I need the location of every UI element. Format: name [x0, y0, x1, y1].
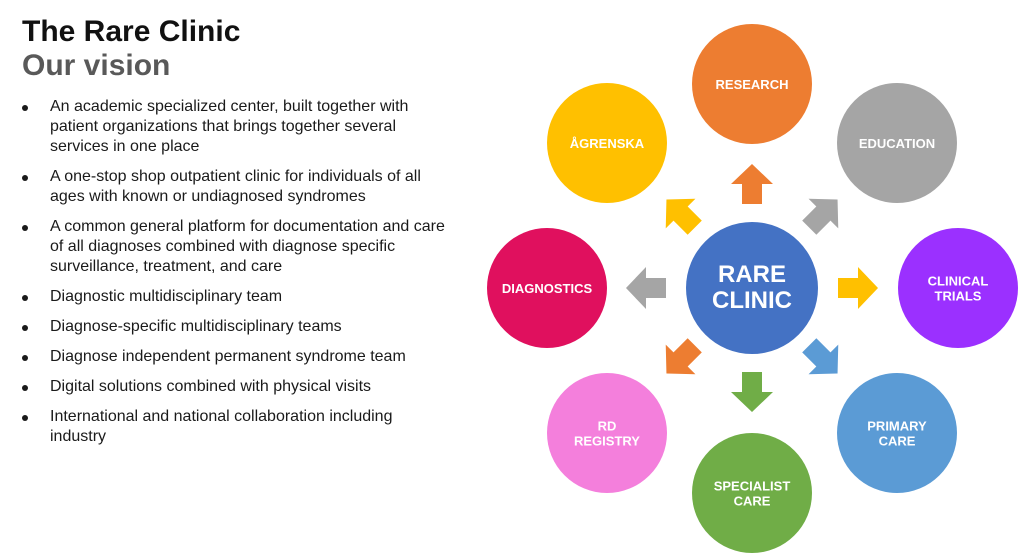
node-specialist-care-circle	[692, 433, 812, 553]
slide-title: The Rare Clinic	[22, 15, 241, 48]
bullet-dot-icon	[22, 175, 28, 181]
bullet-text-line: Digital solutions combined with physical…	[50, 378, 372, 395]
node-rd-registry-label: REGISTRY	[574, 434, 640, 449]
node-rd-registry-circle	[547, 373, 667, 493]
bullet-text-line: of all diagnoses combined with diagnose …	[50, 238, 396, 255]
node-specialist-care-label: SPECIALIST	[714, 479, 791, 494]
vision-bullet: Diagnose independent permanent syndrome …	[20, 347, 490, 367]
vision-bullet: An academic specialized center, built to…	[20, 97, 490, 157]
arrow-to-clinical-trials-icon	[838, 267, 878, 309]
bullet-dot-icon	[22, 355, 28, 361]
center-node-circle	[686, 222, 818, 354]
bullet-text-line: An academic specialized center, built to…	[50, 98, 409, 115]
vision-bullet: Diagnostic multidisciplinary team	[20, 287, 490, 307]
vision-bullet: Digital solutions combined with physical…	[20, 377, 490, 397]
bullet-text-line: Diagnose independent permanent syndrome …	[50, 348, 406, 365]
node-diagnostics-circle	[487, 228, 607, 348]
node-agrenska-label: ÅGRENSKA	[570, 136, 645, 151]
bullet-dot-icon	[22, 385, 28, 391]
node-diagnostics: DIAGNOSTICS	[487, 228, 607, 348]
arrow-to-diagnostics-icon	[626, 267, 666, 309]
vision-bullet: A common general platform for documentat…	[20, 217, 490, 277]
bullet-text-line: industry	[50, 428, 107, 445]
node-diagnostics-label: DIAGNOSTICS	[502, 281, 593, 296]
center-node-label: CLINIC	[712, 287, 792, 314]
vision-bullet: International and national collaboration…	[20, 407, 490, 447]
node-specialist-care-label: CARE	[734, 494, 771, 509]
bullet-dot-icon	[22, 325, 28, 331]
node-agrenska: ÅGRENSKA	[547, 83, 667, 203]
vision-bullet: Diagnose-specific multidisciplinary team…	[20, 317, 490, 337]
arrow-to-research-icon	[731, 164, 773, 204]
arrow-to-primary-care-icon	[802, 338, 839, 375]
bullet-text-line: A one-stop shop outpatient clinic for in…	[50, 168, 421, 185]
arrow-to-agrenska-icon	[665, 198, 702, 235]
vision-bullet: A one-stop shop outpatient clinic for in…	[20, 167, 490, 207]
bullet-text-line: A common general platform for documentat…	[50, 218, 445, 235]
node-primary-care-label: PRIMARY	[867, 419, 927, 434]
node-primary-care-label: CARE	[879, 434, 916, 449]
bullet-text-line: services in one place	[50, 138, 200, 155]
bullet-text-line: International and national collaboration…	[50, 408, 393, 425]
node-rd-registry-label: RD	[598, 419, 617, 434]
node-education-circle	[837, 83, 957, 203]
arrow-to-specialist-care-icon	[731, 372, 773, 412]
arrow-to-rd-registry-icon	[665, 338, 702, 375]
bullet-text-line: patient organizations that brings togeth…	[50, 118, 396, 135]
bullet-dot-icon	[22, 225, 28, 231]
node-primary-care-circle	[837, 373, 957, 493]
bullet-text-line: Diagnose-specific multidisciplinary team…	[50, 318, 342, 335]
center-node-label: RARE	[718, 261, 786, 288]
arrow-to-education-icon	[802, 198, 839, 235]
vision-bullet-list: An academic specialized center, built to…	[20, 97, 490, 457]
node-research-label: RESEARCH	[716, 77, 789, 92]
bullet-dot-icon	[22, 295, 28, 301]
bullet-dot-icon	[22, 105, 28, 111]
node-research: RESEARCH	[692, 24, 812, 144]
node-clinical-trials-circle	[898, 228, 1018, 348]
node-clinical-trials-label: CLINICAL	[928, 274, 989, 289]
node-education: EDUCATION	[837, 83, 957, 203]
node-clinical-trials-label: TRIALS	[935, 289, 982, 304]
bullet-text-line: ages with known or undiagnosed syndromes	[50, 188, 366, 205]
bullet-text-line: Diagnostic multidisciplinary team	[50, 288, 283, 305]
node-education-label: EDUCATION	[859, 136, 935, 151]
bullet-text-line: surveillance, treatment, and care	[50, 258, 283, 275]
node-agrenska-circle	[547, 83, 667, 203]
node-research-circle	[692, 24, 812, 144]
bullet-dot-icon	[22, 415, 28, 421]
slide-subtitle: Our vision	[22, 49, 171, 82]
